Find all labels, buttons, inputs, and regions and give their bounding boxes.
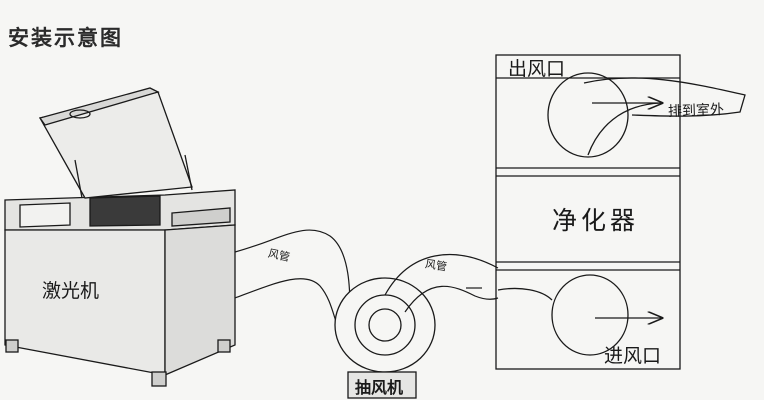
duct-2	[384, 253, 499, 313]
exhaust-outside-label: 排到室外	[667, 102, 725, 120]
outlet-label: 出风口	[508, 58, 566, 80]
duct-label-2: 风管	[424, 257, 448, 274]
purifier-label: 净化器	[552, 206, 640, 235]
laser-machine-label: 激光机	[42, 280, 100, 302]
inlet-label: 进风口	[604, 345, 662, 367]
duct-1	[234, 229, 351, 333]
laser-machine	[4, 87, 236, 387]
purifier	[495, 54, 746, 370]
diagram-title: 安装示意图	[8, 26, 123, 50]
exhaust-fan-label: 抽风机	[355, 378, 404, 397]
exhaust-fan	[334, 277, 436, 399]
